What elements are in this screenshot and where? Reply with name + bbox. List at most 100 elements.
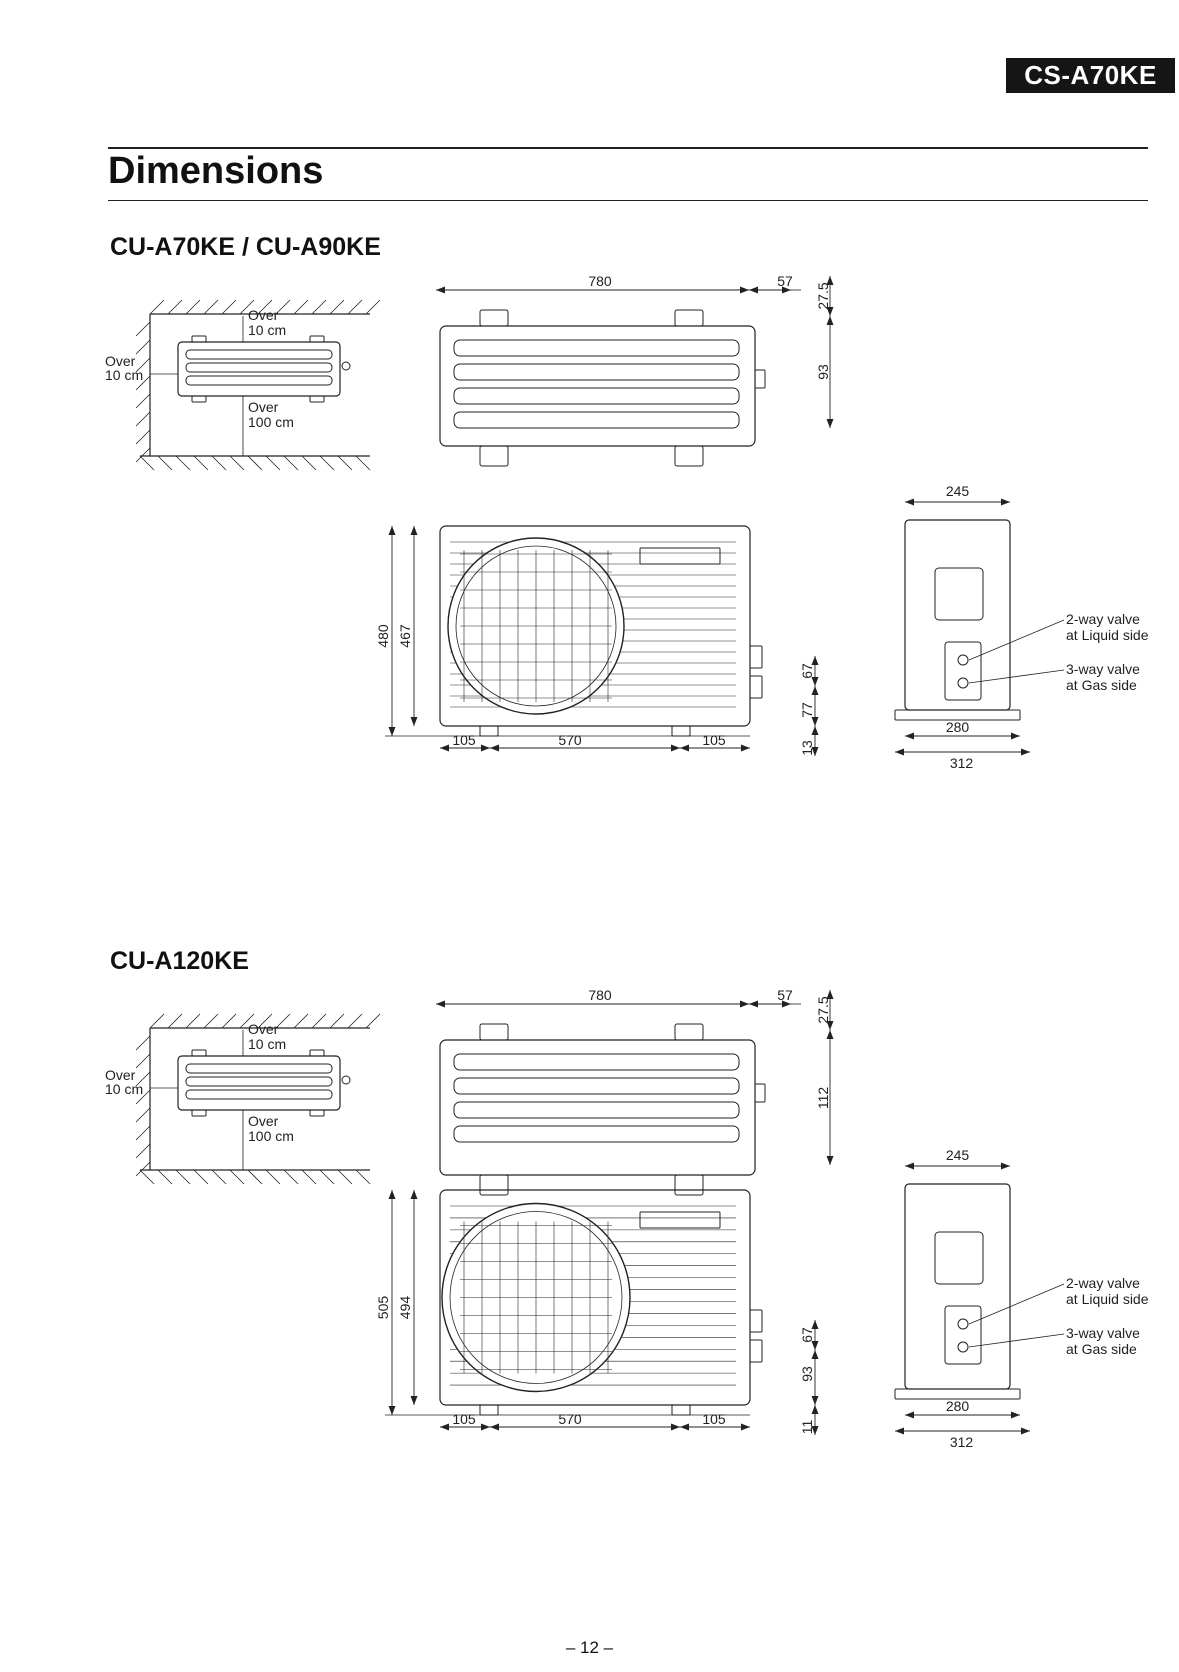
wall-hatch [221,1013,237,1029]
electrical-cover [934,567,984,621]
valve-marker [341,1075,351,1085]
fan-guard-inner [449,1211,623,1384]
wall-hatch [135,411,151,427]
wall-hatch [193,1169,209,1185]
mounting-bracket [479,309,509,327]
arrowhead [436,1000,445,1008]
dimension-label: 57 [777,990,793,1003]
gas-valve [957,677,969,689]
wall-hatch [265,455,281,471]
unit-outline [177,1055,341,1111]
unit-outline [177,341,341,397]
wall-hatch [135,1071,151,1087]
dimension-label: 780 [588,990,612,1003]
wall-hatch [135,393,151,409]
mounting-foot [191,1109,207,1117]
mounting-bracket [479,1023,509,1041]
mounting-foot [191,395,207,403]
mounting-bracket [674,1023,704,1041]
dimension-label: Over [105,353,136,369]
arrowhead [811,1396,819,1405]
arrowhead [811,726,819,735]
arrowhead [1001,498,1010,506]
dimension-label: 10 cm [248,1036,286,1052]
wall-hatch [167,299,183,315]
base-plate [894,709,1021,721]
base-plate [894,1388,1021,1400]
arrowhead [749,1000,758,1008]
wall-hatch [157,1169,173,1185]
mounting-bracket [674,445,704,467]
dimension-label: 93 [815,364,831,380]
wall-hatch [311,299,327,315]
dimension-label: 27.5 [815,996,831,1023]
wall-hatch [283,1169,299,1185]
dimension-label: 10 cm [105,1081,143,1097]
dimension-label: 245 [946,1147,970,1163]
title-rule-top [108,147,1148,149]
unit-outline [904,1183,1011,1390]
arrowhead [826,419,834,428]
arrowhead [740,1000,749,1008]
arrowhead [826,307,834,316]
arrowhead [895,748,904,756]
wall-hatch [135,447,151,463]
dimension-label: 312 [950,755,974,771]
wall-hatch [275,1013,291,1029]
wall-hatch [135,1089,151,1105]
arrowhead [811,686,819,695]
wall-hatch [149,299,165,315]
wall-hatch [139,455,155,471]
dimension-label: 505 [375,1296,391,1320]
arrowhead [811,1426,819,1435]
arrowhead [905,732,914,740]
arrowhead [740,286,749,294]
mounting-bracket [479,1174,509,1196]
mounting-bracket [674,1174,704,1196]
wall-hatch [347,299,363,315]
wall-hatch [221,299,237,315]
unit-outline [904,519,1011,711]
arrowhead [741,744,750,752]
valve-label: 2-way valve [1066,611,1140,627]
dimension-label: 57 [777,276,793,289]
arrowhead [481,1423,490,1431]
leader-line [968,619,1065,661]
unit-grille-slot [453,411,740,429]
dimension-label: 27.5 [815,282,831,309]
wall-hatch [135,1161,151,1177]
unit-grille-slot [453,339,740,357]
wall-hatch [135,1035,151,1051]
section-title: CU-A120KE [110,947,249,975]
arrowhead [811,1405,819,1414]
unit-grille-slot [453,1101,740,1119]
unit-grille-slot [453,387,740,405]
arrowhead [782,286,791,294]
dimension-label: 10 cm [105,367,143,383]
arrowhead [1021,1427,1030,1435]
wall-hatch [175,1169,191,1185]
dimension-label: 93 [799,1366,815,1382]
arrowhead [388,1406,396,1415]
arrowhead [811,1350,819,1359]
unit-foot [671,725,691,737]
arrowhead [905,498,914,506]
wall-hatch [283,455,299,471]
arrowhead [811,677,819,686]
dimension-label: 570 [558,1411,582,1427]
arrowhead [410,1396,418,1405]
dimension-label: 67 [799,663,815,679]
wall-hatch [337,455,353,471]
arrowhead [410,1190,418,1199]
arrowhead [440,1423,449,1431]
arrowhead [826,1021,834,1030]
arrowhead [811,1320,819,1329]
title-rule-bottom [108,200,1148,201]
